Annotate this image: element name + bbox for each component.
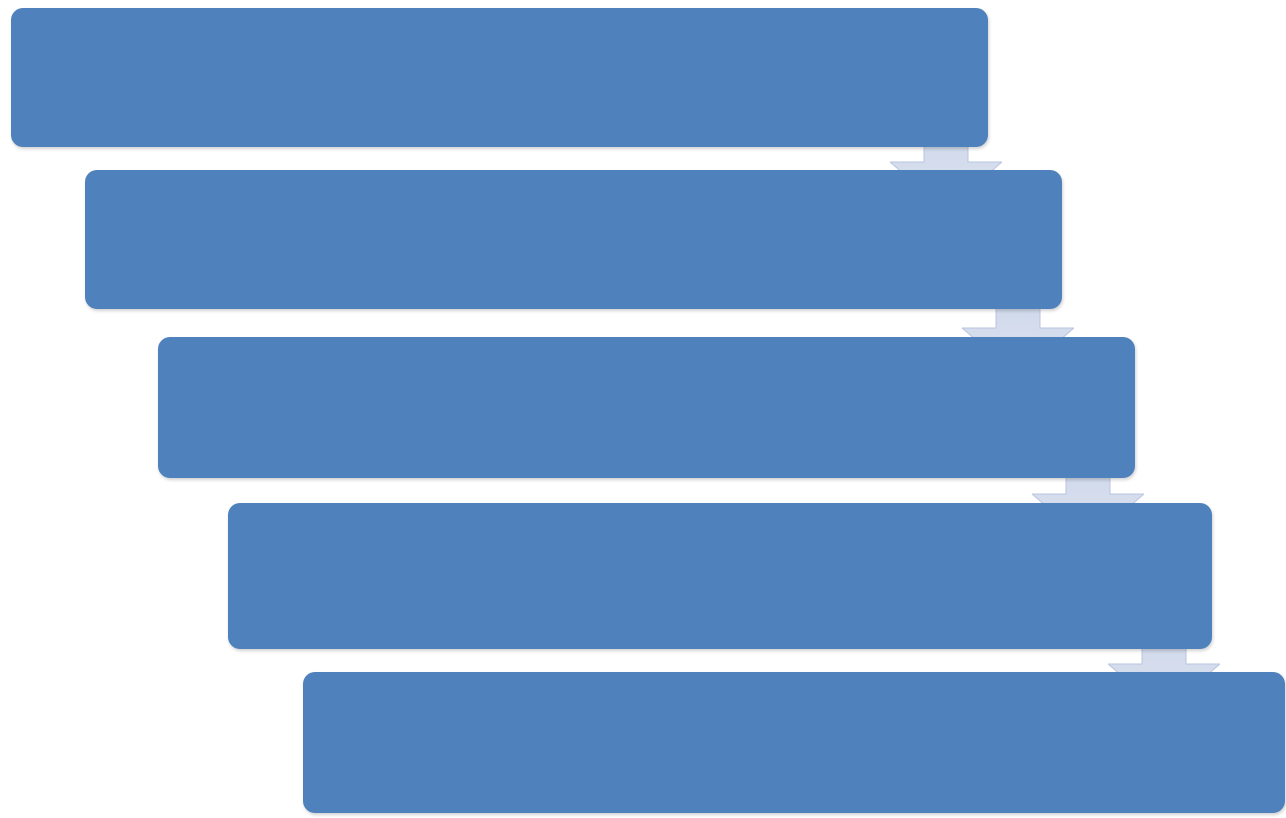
stage-box-control-patents[interactable] [158, 337, 1135, 478]
stage-box-concept-table[interactable] [85, 170, 1062, 309]
stage-box-background-study[interactable] [11, 8, 988, 147]
stage-box-taxonomy[interactable] [228, 503, 1212, 649]
stage-box-dashboard-creation[interactable] [303, 672, 1285, 813]
